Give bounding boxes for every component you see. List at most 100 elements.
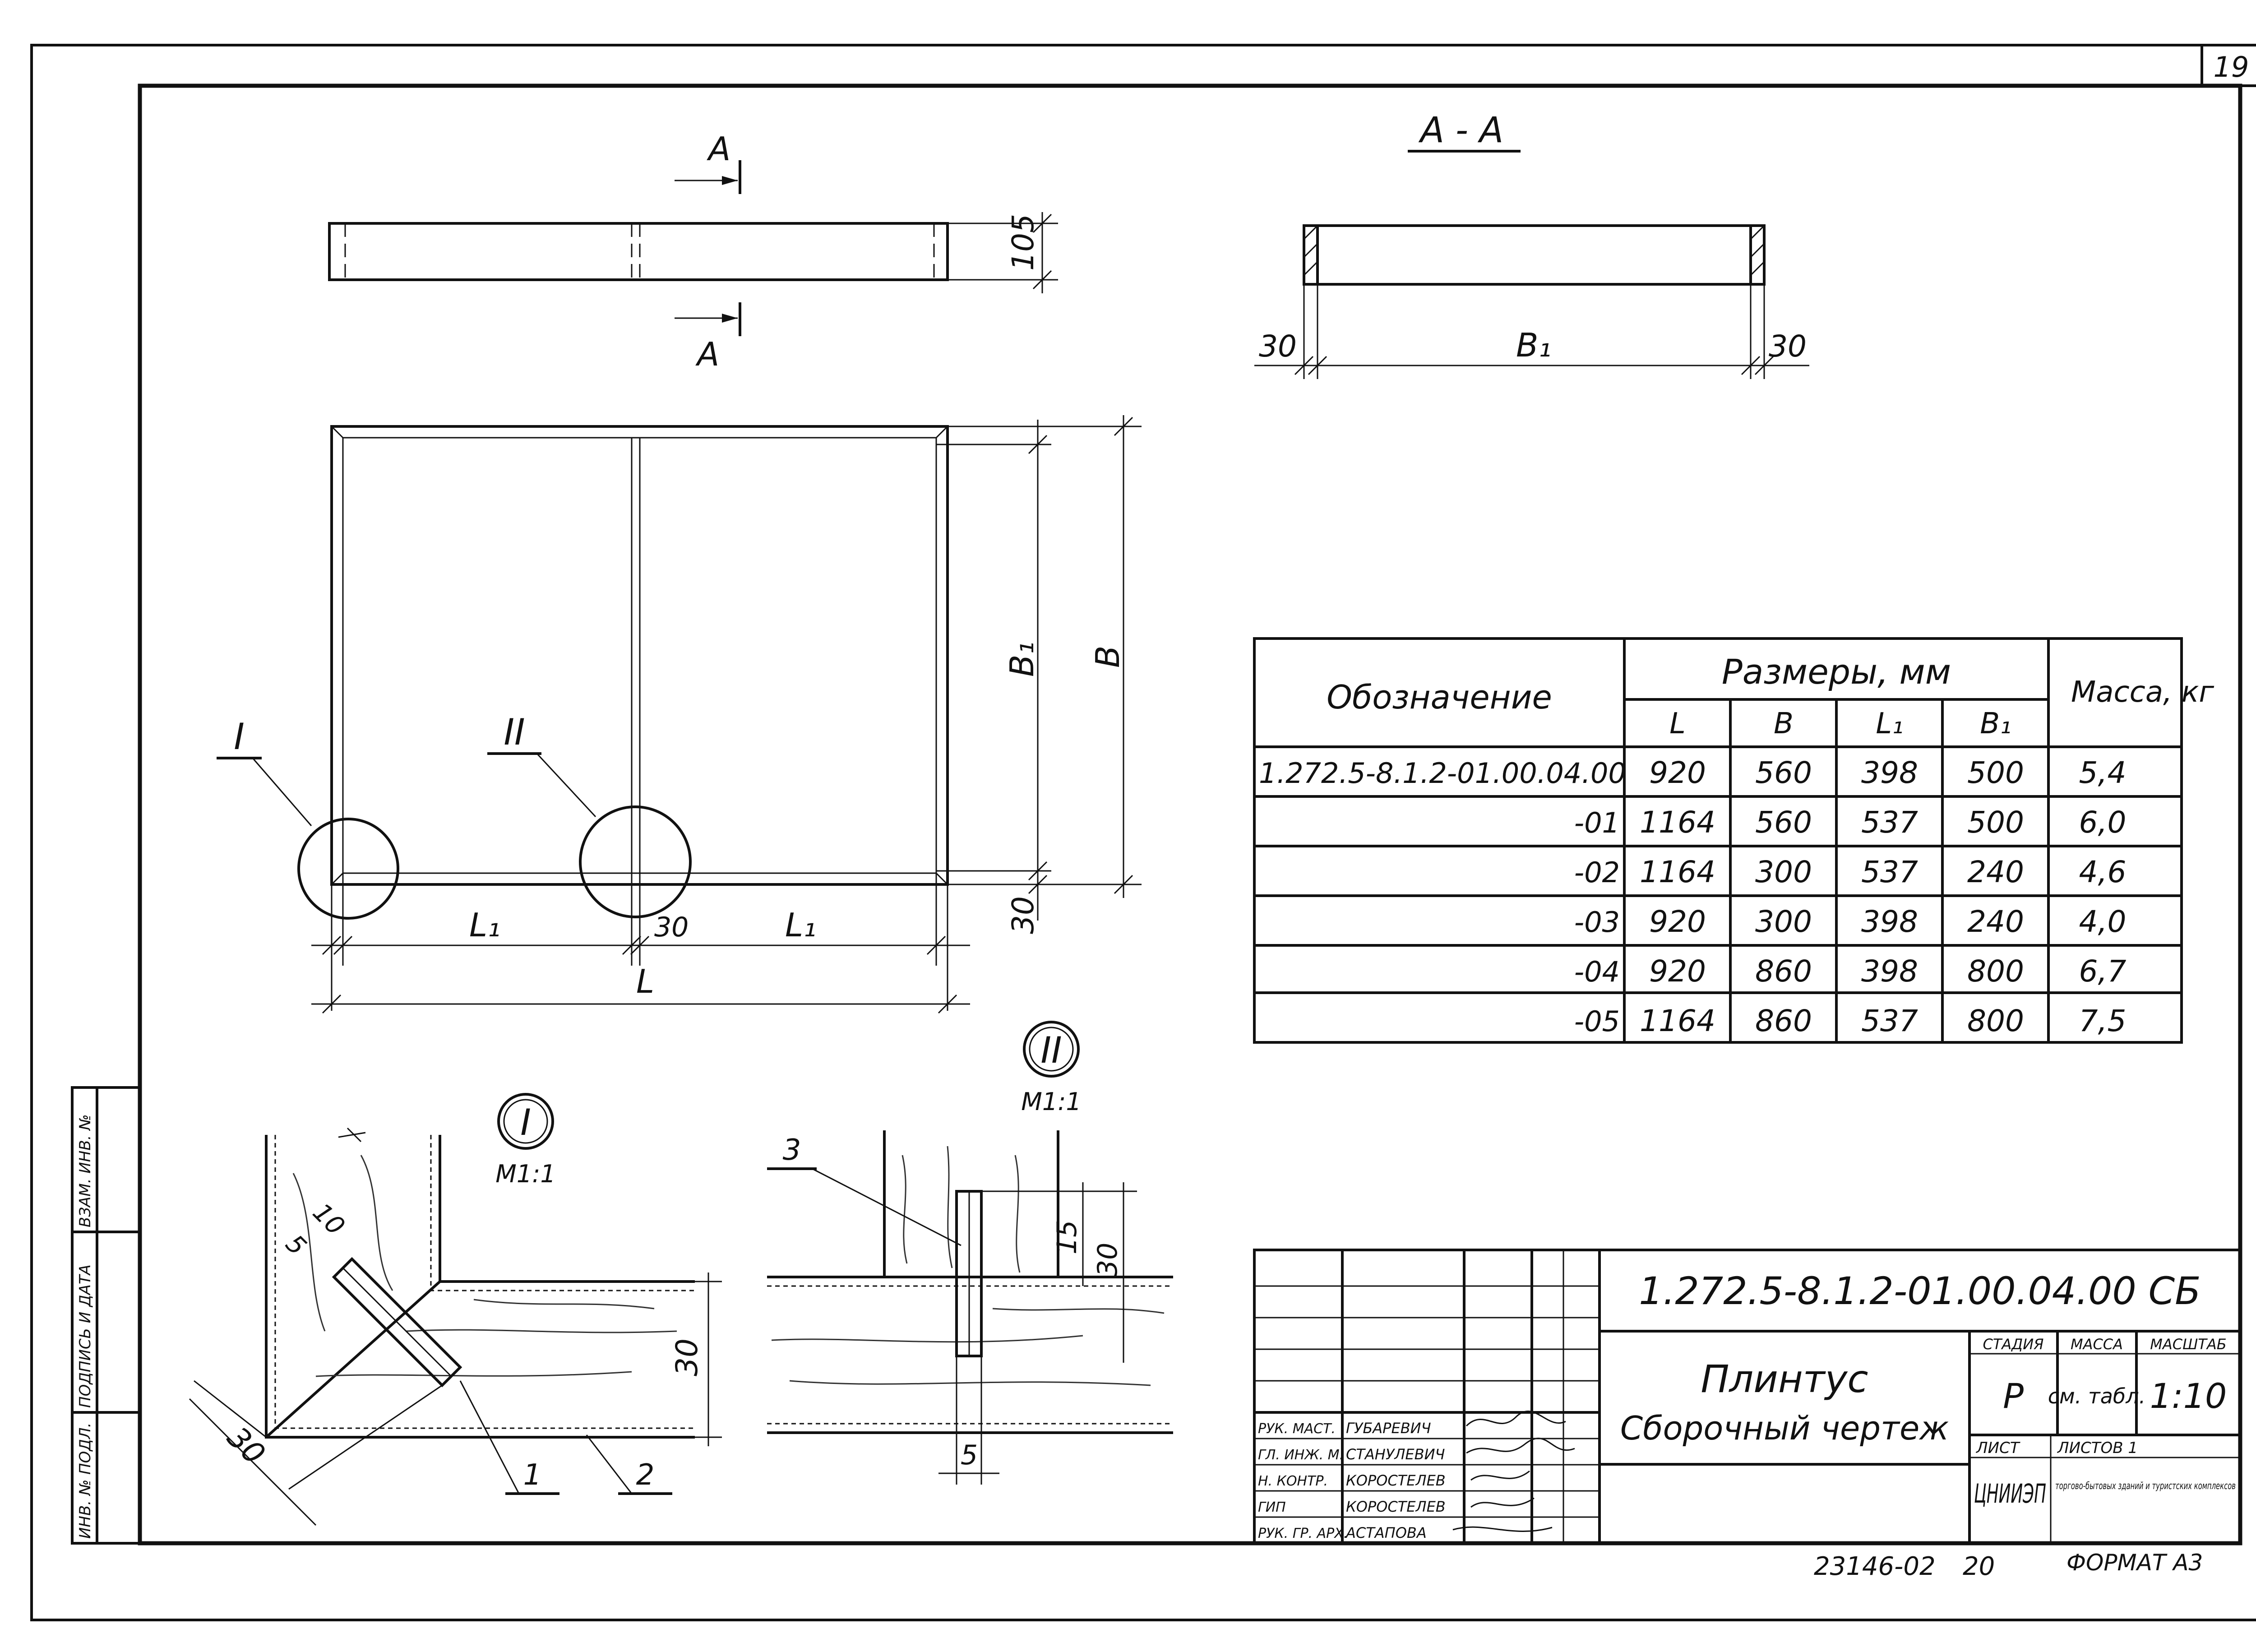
signer-name: СТАНУЛЕВИЧ — [1346, 1446, 1445, 1463]
scale-value: 1:10 — [2150, 1376, 2227, 1416]
doc-name-1: Плинтус — [1701, 1357, 1868, 1401]
detail2-dim-5: 5 — [961, 1439, 978, 1471]
detail1-pos-1: 1 — [523, 1458, 542, 1492]
table-cell-value: 560 — [1755, 805, 1812, 840]
table-cell-value: 800 — [1967, 1004, 2024, 1038]
dim-plan-b: В — [1089, 646, 1127, 668]
table-cell-designation: 1.272.5-8.1.2-01.00.04.00 — [1259, 757, 1626, 790]
table-cell-value: 7,5 — [2079, 1004, 2127, 1038]
table-cell-value: 4,6 — [2079, 855, 2127, 889]
org-name: торгово-бытовых зданий и туристских комп… — [2055, 1481, 2236, 1492]
table-cell-value: 6,0 — [2079, 805, 2127, 840]
table-cell-value: 4,0 — [2079, 904, 2127, 939]
table-cell-designation: -03 — [1574, 906, 1620, 939]
detail2-pos-3: 3 — [783, 1134, 801, 1167]
table-cell-value: 1164 — [1640, 855, 1715, 889]
dim-section-b1: В₁ — [1516, 326, 1551, 364]
table-rows: 1.272.5-8.1.2-01.00.04.00 920 560 398 500 5,4… — [1259, 755, 2126, 1038]
table-cell-value: 537 — [1861, 1004, 1918, 1038]
plan-view: I II В₁ В 30 L₁ 30 L₁ — [217, 415, 1142, 1014]
section-a-a: А - А 30 В₁ 30 — [1254, 110, 1809, 379]
dim-section-wall-right: 30 — [1769, 329, 1807, 364]
dim-plan-bottom-30: 30 — [1006, 896, 1040, 934]
footer: 23146-02 20 ФОРМАТ А3 — [1814, 1550, 2203, 1581]
signer-name: КОРОСТЕЛЕВ — [1346, 1498, 1446, 1515]
table-subheader-b1: В₁ — [1980, 707, 2011, 740]
archive-number: 23146-02 — [1814, 1552, 1936, 1581]
table-header-mass: Масса, кг — [2071, 676, 2214, 709]
side-stamp-sign: ПОДПИСЬ И ДАТА — [76, 1264, 94, 1408]
detail1-pos-2: 2 — [636, 1458, 655, 1492]
mass-label: МАССА — [2071, 1336, 2123, 1353]
table-cell-value: 800 — [1967, 954, 2024, 989]
table-cell-value: 860 — [1755, 954, 1812, 989]
dim-plan-b1: В₁ — [1003, 642, 1041, 677]
dim-plan-gap-30: 30 — [654, 912, 689, 943]
table-subheader-b: В — [1774, 707, 1794, 740]
table-cell-designation: -05 — [1574, 1005, 1620, 1038]
page-number: 20 — [1963, 1552, 1995, 1581]
table-cell-value: 5,4 — [2079, 755, 2127, 790]
table-header-sizes: Размеры, мм — [1722, 652, 1951, 692]
table-cell-value: 1164 — [1640, 1004, 1715, 1038]
mass-value: см. табл. — [2048, 1384, 2146, 1408]
section-title: А - А — [1418, 110, 1503, 151]
signer-name: АСТАПОВА — [1345, 1524, 1427, 1541]
table-cell-value: 6,7 — [2079, 954, 2127, 989]
dim-plan-l1-left: L₁ — [469, 906, 500, 944]
table-cell-value: 398 — [1861, 904, 1918, 939]
signer-role: РУК. ГР. АРХ. — [1258, 1526, 1348, 1541]
table-header-designation: Обозначение — [1327, 678, 1552, 716]
dim-plan-l1-right: L₁ — [785, 906, 816, 944]
signer-name: КОРОСТЕЛЕВ — [1346, 1472, 1446, 1489]
table-cell-value: 240 — [1967, 904, 2024, 939]
detail-1: I М1:1 30 5 10 30 1 2 — [189, 1093, 722, 1526]
sheet-label: ЛИСТ — [1975, 1439, 2020, 1457]
stage-label: СТАДИЯ — [1983, 1336, 2044, 1353]
signer-role: ГИП — [1258, 1499, 1286, 1515]
detail1-dim-5: 5 — [280, 1229, 312, 1261]
signer-role: ГЛ. ИНЖ. М. — [1258, 1447, 1344, 1463]
sheet-number: 19 — [2214, 51, 2249, 83]
signer-role: РУК. МАСТ. — [1258, 1421, 1336, 1437]
detail2-dim-15: 15 — [1051, 1220, 1083, 1254]
top-view: А А 105 — [328, 130, 1058, 373]
callout-node-2: II — [504, 711, 525, 753]
doc-code: 1.272.5-8.1.2-01.00.04.00 СБ — [1639, 1269, 2201, 1313]
table-cell-value: 500 — [1967, 755, 2024, 790]
table-cell-value: 920 — [1649, 755, 1706, 790]
detail1-dim-10: 10 — [307, 1198, 350, 1241]
callout-node-1: I — [234, 716, 245, 758]
table-cell-value: 537 — [1861, 805, 1918, 840]
table-cell-value: 398 — [1861, 755, 1918, 790]
sheets-label: ЛИСТОВ 1 — [2057, 1439, 2138, 1457]
dim-section-wall-left: 30 — [1259, 329, 1297, 364]
side-stamp-inv: ИНВ. № ПОДЛ. — [76, 1423, 94, 1539]
side-stamp-swap: ВЗАМ. ИНВ. № — [76, 1114, 94, 1227]
table-cell-value: 500 — [1967, 805, 2024, 840]
dimensions-table: Обозначение Размеры, мм Масса, кг L В L₁… — [1253, 637, 2214, 1044]
detail1-dim-30-diag: 30 — [221, 1420, 272, 1472]
scale-label: МАСШТАБ — [2150, 1336, 2226, 1353]
table-cell-value: 860 — [1755, 1004, 1812, 1038]
dim-plan-l: L — [636, 963, 654, 1000]
detail1-scale: М1:1 — [495, 1160, 556, 1188]
stage-value: Р — [2003, 1376, 2024, 1416]
table-subheader-l1: L₁ — [1876, 707, 1903, 740]
table-cell-designation: -02 — [1574, 856, 1620, 889]
detail1-dim-30-vert: 30 — [670, 1338, 704, 1376]
table-subheader-l: L — [1669, 707, 1686, 740]
detail2-dim-30: 30 — [1092, 1243, 1123, 1277]
format-label: ФОРМАТ А3 — [2066, 1550, 2203, 1576]
section-arrow-top-letter: А — [707, 130, 730, 168]
section-arrow-bottom-letter: А — [695, 335, 719, 373]
table-cell-value: 920 — [1649, 954, 1706, 989]
signer-role: Н. КОНТР. — [1258, 1473, 1328, 1489]
table-cell-value: 240 — [1967, 855, 2024, 889]
table-cell-designation: -01 — [1574, 806, 1620, 839]
table-cell-value: 1164 — [1640, 805, 1715, 840]
sheet-number-box: 19 — [2201, 44, 2256, 87]
